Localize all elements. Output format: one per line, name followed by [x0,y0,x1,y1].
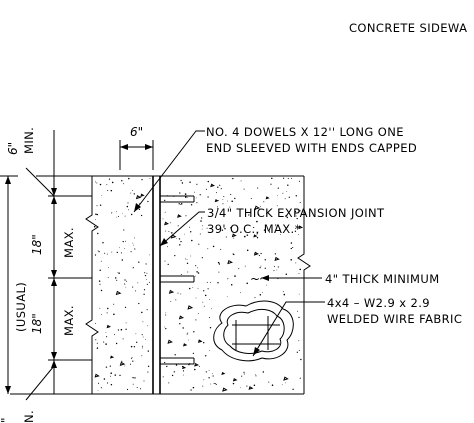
dowel-top [160,195,195,203]
min-bottom-value: " [0,417,13,423]
left-dimensions: 6" MIN. 18" MAX. (USUAL) 18" MAX. " N. [0,127,92,423]
min-bottom-label: N. [22,410,36,423]
dowel-offset-label: 6" [130,125,143,139]
dowel-bottom [160,357,195,365]
fabric-callout-line2: WELDED WIRE FABRIC [327,312,462,326]
usual-label: (USUAL) [14,282,28,332]
joint-callout-line2: 39' O.C., MAX.* [207,222,301,236]
lower-spacing-label: MAX. [62,305,76,336]
concrete-stipple [93,177,304,392]
thickness-callout: ~ 4" THICK MINIMUM [250,272,440,286]
dowel-callout-line1: NO. 4 DOWELS X 12'' LONG ONE [206,125,404,139]
joint-callout: 3/4" THICK EXPANSION JOINT 39' O.C., MAX… [159,206,385,247]
dowel-callout: NO. 4 DOWELS X 12'' LONG ONE END SLEEVED… [133,125,417,213]
lower-spacing-value: 18" [30,313,44,334]
left-break-line [85,176,99,394]
right-break-line [297,176,311,394]
dowel-middle [160,275,195,283]
joint-callout-line1: 3/4" THICK EXPANSION JOINT [207,206,385,220]
thickness-callout-label: 4" THICK MINIMUM [325,272,440,286]
drawing-title: CONCRETE SIDEWA [349,21,467,35]
thickness-section-mark: ~ [250,272,260,286]
dowel-offset-dimension: 6" [119,125,154,170]
dowel-callout-line2: END SLEEVED WITH ENDS CAPPED [206,141,417,155]
min-top-label: MIN. [22,127,36,154]
dowel-bars [160,195,195,365]
min-top-value: 6" [6,142,20,155]
upper-spacing-value: 18" [30,234,44,255]
fabric-callout: 4x4 – W2.9 x 2.9 WELDED WIRE FABRIC [252,296,462,357]
fabric-callout-line1: 4x4 – W2.9 x 2.9 [327,296,430,310]
upper-spacing-label: MAX. [62,227,76,258]
